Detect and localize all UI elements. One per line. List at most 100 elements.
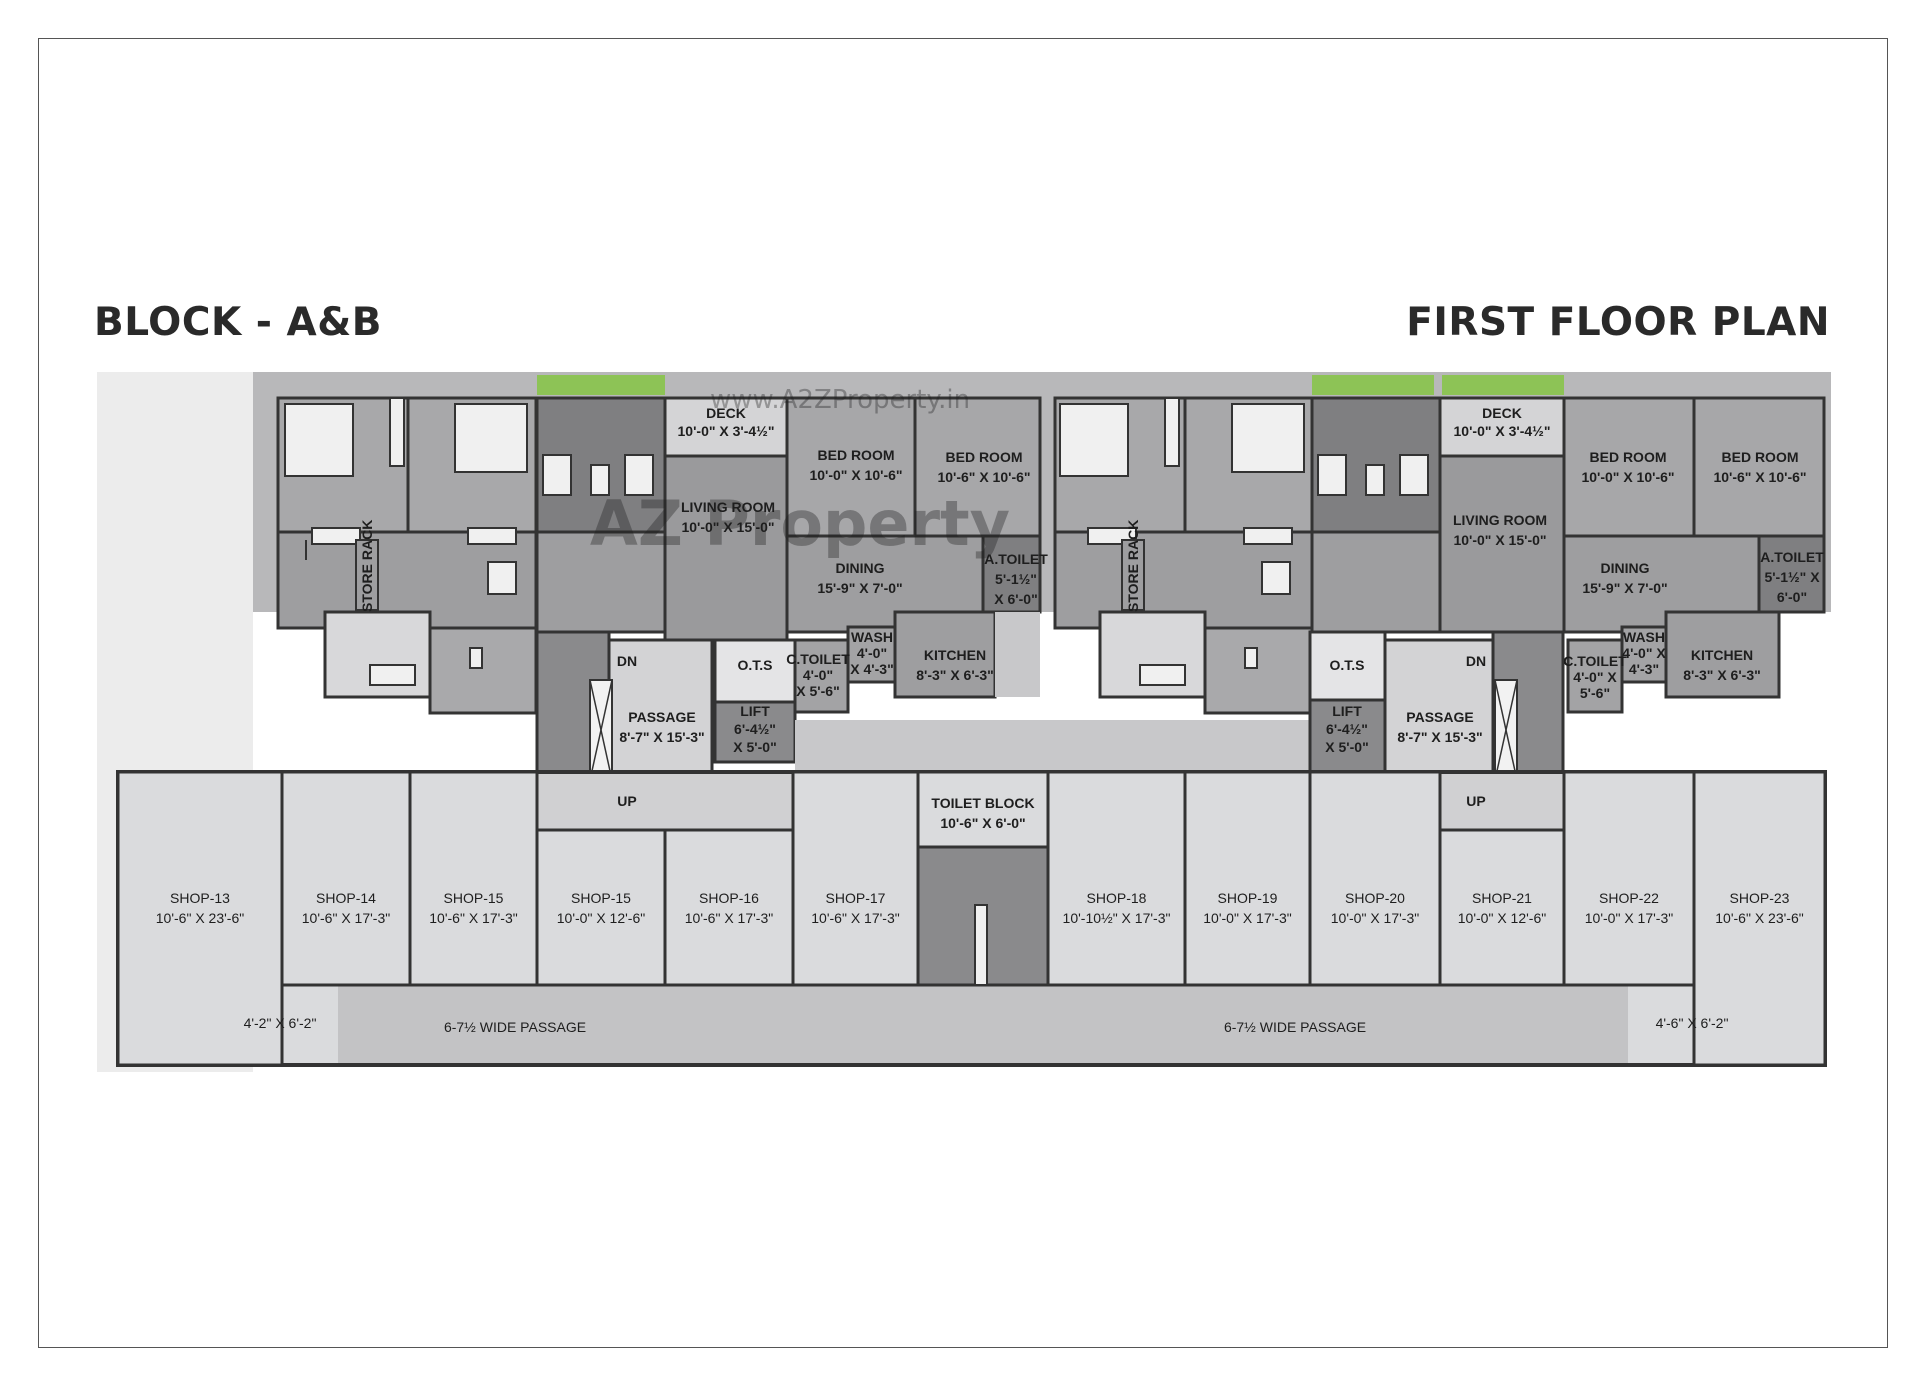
shop-size: 10'-6" X 17'-3" <box>429 910 517 926</box>
watermark-logo: AZ Property <box>590 487 1010 560</box>
bedroom-1-label: BED ROOM <box>1590 449 1667 465</box>
c-toilet-size-2: X 5'-6" <box>796 683 839 699</box>
shop-size: 10'-6" X 23'-6" <box>156 910 244 926</box>
shop-cell <box>1438 828 1566 987</box>
c-toilet-size-2: 5'-6" <box>1580 685 1610 701</box>
deck-label: DECK <box>1482 405 1522 421</box>
shop-cell <box>1692 770 1827 1067</box>
left-unit-labels: DECK 10'-0" X 3'-4½" BED ROOM 10'-0" X 1… <box>617 405 1048 809</box>
lift-label: LIFT <box>1332 703 1362 719</box>
bedroom-2-label: BED ROOM <box>946 449 1023 465</box>
dining-label: DINING <box>836 560 885 576</box>
bedroom-1-size: 10'-0" X 10'-6" <box>1581 469 1674 485</box>
shop-name: SHOP-21 <box>1472 890 1532 906</box>
shop-cell <box>408 770 539 987</box>
lift-size-2: X 5'-0" <box>1325 739 1368 755</box>
a-toilet-size-2: X 6'-0" <box>994 591 1037 607</box>
toilet-block <box>916 770 1050 987</box>
wash-size-1: 4'-0" <box>857 645 887 661</box>
shop-name: SHOP-19 <box>1218 890 1278 906</box>
c-toilet-size-1: 4'-0" <box>803 667 833 683</box>
shop-name: SHOP-22 <box>1599 890 1659 906</box>
shop-size: 10'-0" X 17'-3" <box>1585 910 1673 926</box>
shop-size: 10'-10½" X 17'-3" <box>1063 910 1171 926</box>
left-opening-size: 4'-2" X 6'-2" <box>244 1015 317 1031</box>
shop-name: SHOP-16 <box>699 890 759 906</box>
c-toilet-label: C.TOILET <box>786 651 850 667</box>
wide-passage-left: 6-7½ WIDE PASSAGE <box>444 1019 586 1035</box>
shop-cell <box>116 770 284 1067</box>
living-size: 10'-0" X 15'-0" <box>1453 532 1546 548</box>
shop-name: SHOP-15 <box>571 890 631 906</box>
shop-name: SHOP-13 <box>170 890 230 906</box>
wash-size-2: X 4'-3" <box>850 661 893 677</box>
dining-label: DINING <box>1601 560 1650 576</box>
living-size: 10'-0" X 15'-0" <box>681 519 774 535</box>
ots-label: O.T.S <box>737 657 772 673</box>
dining-size: 15'-9" X 7'-0" <box>817 580 902 596</box>
shop-size: 10'-0" X 12'-6" <box>1458 910 1546 926</box>
lift-size-2: X 5'-0" <box>733 739 776 755</box>
lift-label: LIFT <box>740 703 770 719</box>
kitchen-label: KITCHEN <box>1691 647 1753 663</box>
right-unit-labels: DECK 10'-0" X 3'-4½" BED ROOM 10'-0" X 1… <box>1325 405 1824 809</box>
green-strips <box>537 375 1564 395</box>
store-rack-right <box>1121 539 1145 611</box>
shop-size: 10'-6" X 17'-3" <box>811 910 899 926</box>
shop-cell <box>280 770 412 987</box>
a-toilet-size-1: 5'-1½" X <box>1764 569 1820 585</box>
block-title: BLOCK - A&B <box>94 300 382 345</box>
shop-name: SHOP-20 <box>1345 890 1405 906</box>
shop-size: 10'-0" X 12'-6" <box>557 910 645 926</box>
deck-size: 10'-0" X 3'-4½" <box>678 423 775 439</box>
shop-cell <box>1308 770 1442 987</box>
left-unit-east-rooms <box>663 396 1042 764</box>
a-toilet-label: A.TOILET <box>1760 549 1824 565</box>
a-toilet-label: A.TOILET <box>984 551 1048 567</box>
dining-size: 15'-9" X 7'-0" <box>1582 580 1667 596</box>
c-toilet-size-1: 4'-0" X <box>1573 669 1617 685</box>
shop-name: SHOP-14 <box>316 890 376 906</box>
up-label: UP <box>1466 793 1485 809</box>
right-flat-furniture <box>1059 397 1429 686</box>
wash-size-2: 4'-3" <box>1629 661 1659 677</box>
shop-size: 10'-0" X 17'-3" <box>1331 910 1419 926</box>
wash-size-1: 4'-0" X <box>1622 645 1666 661</box>
store-rack-left <box>355 539 379 611</box>
shop-cell <box>663 828 795 987</box>
kitchen-label: KITCHEN <box>924 647 986 663</box>
store-rack-label-right: STORE RACK <box>1125 520 1141 612</box>
lift-size-1: 6'-4½" <box>734 721 776 737</box>
passage-label: PASSAGE <box>628 709 695 725</box>
shop-cell <box>535 828 667 987</box>
living-label: LIVING ROOM <box>681 499 775 515</box>
deck-size: 10'-0" X 3'-4½" <box>1454 423 1551 439</box>
bedroom-2-size: 10'-6" X 10'-6" <box>937 469 1030 485</box>
toilet-block-size: 10'-6" X 6'-0" <box>940 815 1025 831</box>
shop-size: 10'-6" X 23'-6" <box>1715 910 1803 926</box>
lift-size-1: 6'-4½" <box>1326 721 1368 737</box>
a-toilet-size-1: 5'-1½" <box>995 571 1037 587</box>
deck-label: DECK <box>706 405 746 421</box>
bedroom-2-size: 10'-6" X 10'-6" <box>1713 469 1806 485</box>
shop-name: SHOP-17 <box>826 890 886 906</box>
wide-passage-right: 6-7½ WIDE PASSAGE <box>1224 1019 1366 1035</box>
passage-size: 8'-7" X 15'-3" <box>1397 729 1482 745</box>
shop-cell <box>791 770 920 987</box>
shop-size: 10'-6" X 17'-3" <box>685 910 773 926</box>
right-unit-east-rooms <box>1438 396 1826 714</box>
floor-plan-title: FIRST FLOOR PLAN <box>1406 300 1830 345</box>
shop-cell <box>1562 770 1696 987</box>
toilet-block-labels: TOILET BLOCK 10'-6" X 6'-0" <box>931 795 1034 831</box>
bedroom-1-label: BED ROOM <box>818 447 895 463</box>
page-border <box>38 38 1888 1348</box>
toilet-block-label: TOILET BLOCK <box>931 795 1034 811</box>
left-flat-furniture <box>284 397 654 686</box>
shop-size: 10'-0" X 17'-3" <box>1203 910 1291 926</box>
a-toilet-size-2: 6'-0" <box>1777 589 1807 605</box>
wash-label: WASH <box>1623 629 1665 645</box>
c-toilet-label: C.TOILET <box>1563 653 1627 669</box>
shop-name: SHOP-18 <box>1087 890 1147 906</box>
shop-name: SHOP-15 <box>444 890 504 906</box>
